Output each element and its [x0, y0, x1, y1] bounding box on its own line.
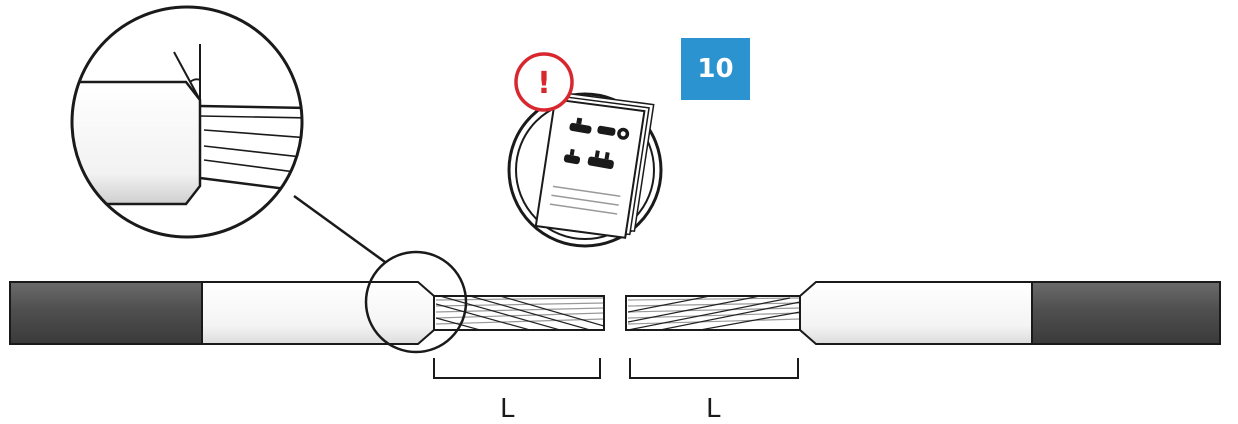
zoom-leader-line — [293, 194, 386, 264]
right-stripped-conductor — [628, 296, 800, 330]
left-length-bracket — [433, 358, 601, 379]
booklet-icon — [534, 92, 655, 239]
zoom-target-circle — [364, 250, 468, 354]
step-number-badge: 10 — [681, 38, 750, 100]
zoom-detail — [70, 5, 304, 239]
left-length-label: L — [500, 394, 515, 424]
right-insulation — [799, 281, 1033, 345]
right-length-bracket — [629, 358, 799, 379]
left-outer-sheath — [9, 281, 203, 345]
manual-reference-icon — [507, 92, 663, 248]
right-length-label: L — [706, 394, 721, 424]
right-outer-sheath — [1031, 281, 1221, 345]
warning-icon: ! — [514, 52, 574, 112]
right-cable — [625, 281, 1221, 345]
warning-symbol: ! — [537, 66, 551, 101]
left-cable — [9, 281, 605, 345]
left-insulation — [201, 281, 435, 345]
